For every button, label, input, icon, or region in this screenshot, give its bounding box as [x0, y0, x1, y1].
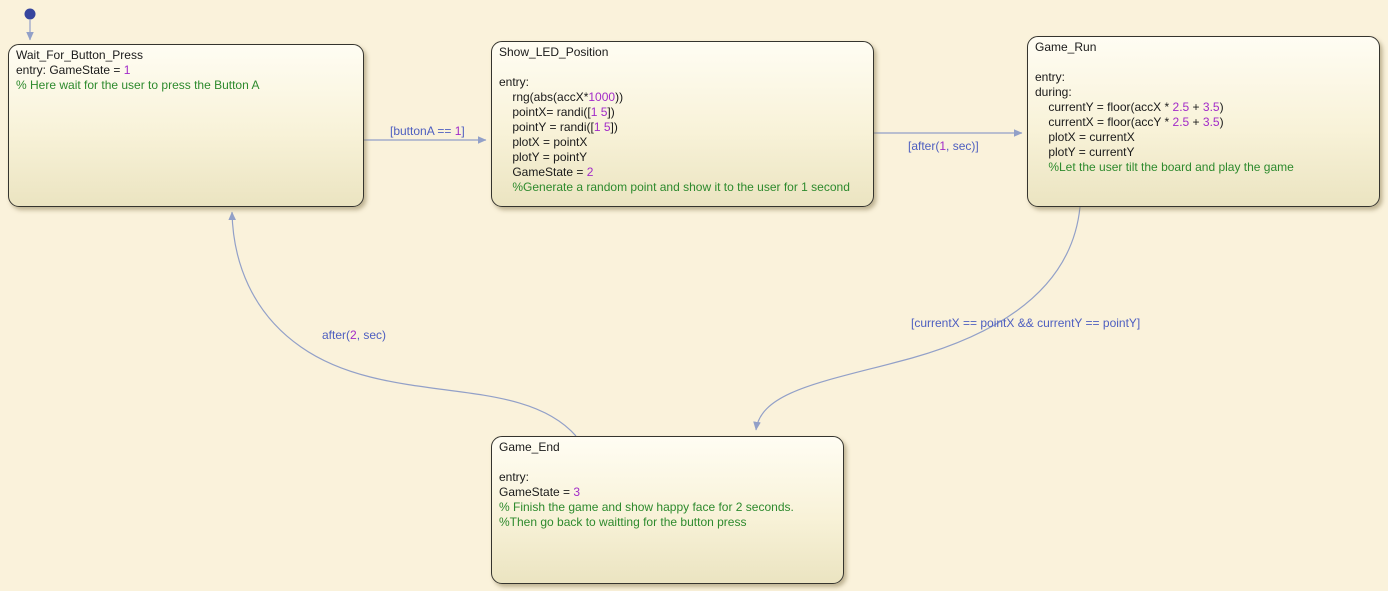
state-wait-for-button-press[interactable]: Wait_For_Button_Press entry: GameState =…: [8, 44, 364, 207]
code-text: currentY = floor(accX *: [1035, 100, 1173, 114]
code-line: entry:: [1035, 70, 1375, 85]
number-literal: 3: [573, 485, 581, 499]
blank-line: [499, 455, 839, 470]
state-title: Game_End: [499, 440, 560, 454]
code-line: plotX = pointX: [499, 135, 869, 150]
code-line: plotY = pointY: [499, 150, 869, 165]
code-line: entry:: [499, 75, 869, 90]
comment-text: % Finish the game and show happy face fo…: [499, 500, 794, 514]
code-text: entry:: [499, 75, 530, 89]
state-title: Wait_For_Button_Press: [16, 48, 143, 62]
transition-label-after-2s[interactable]: after(2, sec): [322, 328, 386, 342]
code-line: pointX= randi([1 5]): [499, 105, 869, 120]
number-literal: 2: [586, 165, 594, 179]
code-line: currentX = floor(accY * 2.5 + 3.5): [1035, 115, 1375, 130]
comment-text: %Generate a random point and show it to …: [499, 180, 850, 194]
code-text: GameState =: [499, 485, 574, 499]
code-text: plotY = currentY: [1035, 145, 1135, 159]
number-literal: 3.5: [1202, 100, 1220, 114]
code-text: entry:: [499, 470, 530, 484]
comment-line: %Generate a random point and show it to …: [499, 180, 869, 195]
state-show-led-position[interactable]: Show_LED_Position entry: rng(abs(accX*10…: [491, 41, 874, 207]
code-text: ]): [610, 120, 618, 134]
transition-label-after-1s[interactable]: [after(1, sec)]: [908, 139, 979, 153]
number-literal: 2.5: [1172, 115, 1190, 129]
label-text: [currentX == pointX && currentY == point…: [911, 316, 1141, 330]
number-literal: 1: [939, 139, 947, 153]
state-title: Game_Run: [1035, 40, 1097, 54]
code-text: )): [615, 90, 624, 104]
code-text: GameState =: [499, 165, 587, 179]
code-line: pointY = randi([1 5]): [499, 120, 869, 135]
label-text: , sec): [356, 328, 387, 342]
initial-state-dot[interactable]: [24, 8, 36, 20]
code-text: rng(abs(accX*: [499, 90, 589, 104]
state-game-run[interactable]: Game_Run entry: during: currentY = floor…: [1027, 36, 1380, 207]
number-literal: 1 5: [593, 120, 611, 134]
number-literal: 1: [454, 124, 462, 138]
comment-text: %Then go back to waitting for the button…: [499, 515, 747, 529]
comment-text: % Here wait for the user to press the Bu…: [16, 78, 260, 92]
code-line: currentY = floor(accX * 2.5 + 3.5): [1035, 100, 1375, 115]
code-text: entry:: [1035, 70, 1066, 84]
label-text: , sec)]: [946, 139, 979, 153]
code-line: GameState = 2: [499, 165, 869, 180]
code-text: currentX = floor(accY *: [1035, 115, 1173, 129]
number-literal: 1000: [588, 90, 616, 104]
number-literal: 2.5: [1172, 100, 1190, 114]
code-line: GameState = 3: [499, 485, 839, 500]
code-line: entry:: [499, 470, 839, 485]
code-text: +: [1189, 100, 1203, 114]
code-text: entry: GameState =: [16, 63, 124, 77]
code-line: plotY = currentY: [1035, 145, 1375, 160]
code-text: +: [1189, 115, 1203, 129]
label-text: ]: [461, 124, 465, 138]
label-text: after(: [322, 328, 351, 342]
code-text: ]): [607, 105, 615, 119]
number-literal: 1: [123, 63, 131, 77]
transition-label-button-press[interactable]: [buttonA == 1]: [390, 124, 465, 138]
blank-line: [1035, 55, 1375, 70]
comment-line: %Let the user tilt the board and play th…: [1035, 160, 1375, 175]
code-text: plotX = pointX: [499, 135, 588, 149]
transition-end-to-wait[interactable]: [228, 211, 577, 437]
number-literal: 3.5: [1202, 115, 1220, 129]
code-text: pointY = randi([: [499, 120, 594, 134]
transition-label-point-match[interactable]: [currentX == pointX && currentY == point…: [911, 316, 1140, 330]
comment-line: % Finish the game and show happy face fo…: [499, 500, 839, 515]
label-text: [buttonA ==: [390, 124, 455, 138]
code-text: ): [1219, 115, 1224, 129]
code-text: during:: [1035, 85, 1072, 99]
state-game-end[interactable]: Game_End entry: GameState = 3 % Finish t…: [491, 436, 844, 584]
code-text: pointX= randi([: [499, 105, 591, 119]
code-line: rng(abs(accX*1000)): [499, 90, 869, 105]
number-literal: 1 5: [590, 105, 608, 119]
transition-run-to-end[interactable]: [753, 206, 1081, 431]
code-line: plotX = currentX: [1035, 130, 1375, 145]
number-literal: 2: [350, 328, 357, 342]
code-text: ): [1219, 100, 1224, 114]
state-title: Show_LED_Position: [499, 45, 609, 59]
label-text: [after(: [908, 139, 940, 153]
comment-text: %Let the user tilt the board and play th…: [1035, 160, 1294, 174]
code-text: plotY = pointY: [499, 150, 588, 164]
comment-line: % Here wait for the user to press the Bu…: [16, 78, 359, 93]
code-line: during:: [1035, 85, 1375, 100]
comment-line: %Then go back to waitting for the button…: [499, 515, 839, 530]
code-line: entry: GameState = 1: [16, 63, 359, 78]
code-text: plotX = currentX: [1035, 130, 1135, 144]
blank-line: [499, 60, 869, 75]
